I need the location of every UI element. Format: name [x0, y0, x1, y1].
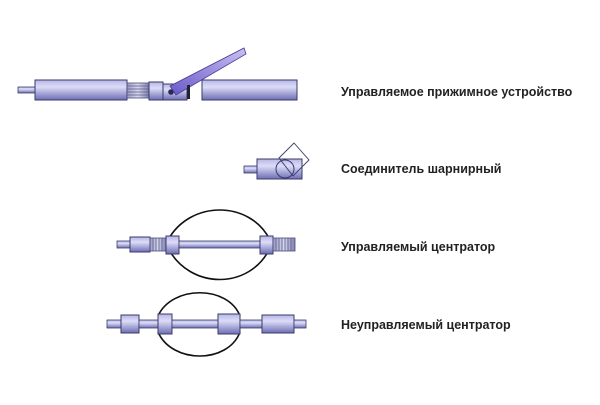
- centralizer-left-body: [129, 236, 151, 253]
- connector-hinge-ring: [275, 159, 295, 179]
- uncontrolled-bow-top: [157, 291, 241, 317]
- clamp-joint-body: [148, 81, 164, 101]
- uncontrolled-bow-bottom: [157, 331, 241, 357]
- clamp-rod: [17, 86, 37, 94]
- label-uncontrolled-centralizer: Неуправляемый центратор: [341, 318, 511, 332]
- controlled-centralizer-drawing: [116, 209, 296, 281]
- label-controlled-clamp: Управляемое прижимное устройство: [341, 85, 573, 99]
- uncontrolled-collar-1: [157, 313, 173, 335]
- clamp-lever-blade: [169, 47, 247, 96]
- centralizer-bow-bottom: [167, 247, 271, 281]
- centralizer-right-collar: [259, 235, 274, 255]
- centralizer-left-rod: [116, 240, 132, 249]
- hinged-connector-drawing: [243, 142, 310, 180]
- clamp-left-tube: [34, 79, 128, 101]
- label-hinged-connector: Соединитель шарнирный: [341, 162, 502, 176]
- uncontrolled-centralizer-drawing: [106, 291, 307, 357]
- clamp-stop-mark: [187, 85, 190, 99]
- clamp-hinge-pin: [168, 89, 174, 95]
- uncontrolled-rod-1: [138, 319, 159, 329]
- uncontrolled-collar-2: [217, 313, 241, 335]
- centralizer-left-collar: [165, 235, 180, 255]
- clamp-right-tube: [201, 79, 298, 101]
- label-controlled-centralizer: Управляемый центратор: [341, 240, 496, 254]
- centralizer-center-rod: [178, 240, 261, 249]
- centralizer-right-spring: [272, 237, 296, 252]
- controlled-clamp-drawing: [17, 47, 298, 101]
- uncontrolled-right-rod: [293, 319, 307, 329]
- uncontrolled-rod-3: [239, 319, 263, 329]
- centralizer-bow-top: [167, 209, 271, 241]
- centralizer-left-spring: [149, 237, 167, 252]
- uncontrolled-right-body: [261, 314, 295, 334]
- connector-rod: [243, 165, 259, 174]
- uncontrolled-left-body: [120, 314, 140, 334]
- uncontrolled-rod-2: [171, 319, 219, 329]
- clamp-spring: [126, 82, 150, 99]
- uncontrolled-left-rod: [106, 319, 123, 329]
- connector-swing-outline: [278, 142, 310, 177]
